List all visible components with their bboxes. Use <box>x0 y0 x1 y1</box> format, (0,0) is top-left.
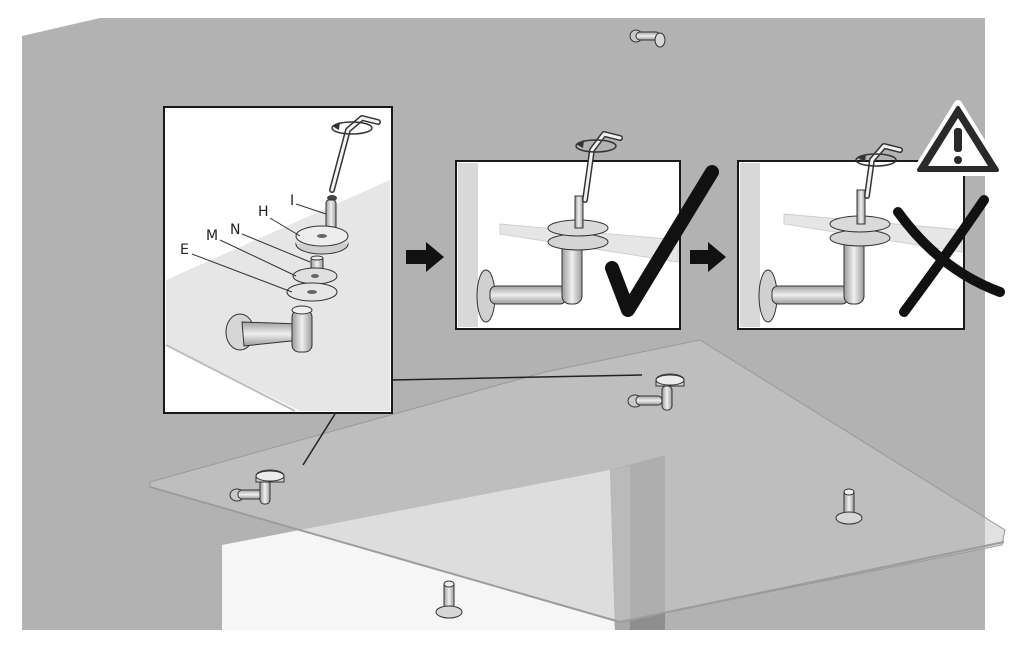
label-part-n: N <box>230 222 240 238</box>
part-disc-m <box>292 267 338 285</box>
step-panel-correct <box>455 131 719 330</box>
label-part-i: I <box>290 193 294 209</box>
callout-line-right <box>391 374 643 381</box>
bracket-glass-left <box>229 469 285 505</box>
label-part-e: E <box>180 242 189 258</box>
label-part-m: M <box>206 228 218 244</box>
cross-mark-icon <box>893 195 1005 317</box>
warning-triangle-icon <box>912 100 1004 176</box>
part-disc-e <box>286 282 338 302</box>
bracket-top-wall <box>629 29 666 48</box>
arrow-right-icon <box>690 242 726 272</box>
label-part-h: H <box>258 204 269 220</box>
hex-key-icon <box>329 115 381 193</box>
arrow-right-icon <box>406 242 444 272</box>
part-bracket-base <box>225 305 313 353</box>
check-mark-icon <box>605 165 719 317</box>
step-panel-incorrect <box>737 143 1005 330</box>
exploded-view-panel: I H N M E <box>163 106 393 414</box>
part-disc-h <box>295 225 349 255</box>
rotate-arrow-icon <box>332 122 340 130</box>
part-nut-n <box>310 255 324 271</box>
part-screw-i <box>325 195 337 235</box>
bracket-glass-bottom-right <box>835 488 863 525</box>
bracket-glass-bottom-center <box>435 580 463 619</box>
callout-line-left <box>302 413 336 466</box>
bracket-glass-right <box>627 373 685 411</box>
